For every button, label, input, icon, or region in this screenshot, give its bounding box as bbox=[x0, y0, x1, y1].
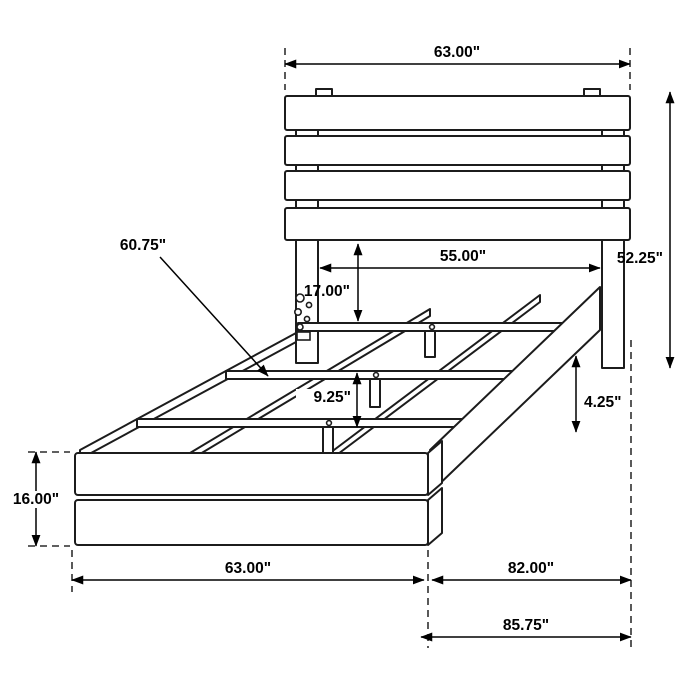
dim-label-rail-height: 4.25" bbox=[584, 394, 622, 411]
bolt-icon bbox=[305, 301, 313, 309]
cross-slat-3 bbox=[136, 418, 463, 428]
dim-label-frame-length: 82.00" bbox=[508, 560, 554, 577]
slat-foot-1 bbox=[424, 330, 436, 358]
label-mask bbox=[296, 389, 352, 406]
dim-frame-length: 82.00" bbox=[431, 340, 632, 648]
headboard-plank-2 bbox=[284, 135, 631, 166]
label-mask bbox=[8, 491, 64, 508]
mounting-hardware bbox=[293, 293, 436, 427]
dim-headboard-width: 63.00" bbox=[284, 44, 631, 90]
leader-line bbox=[159, 256, 269, 377]
headboard bbox=[284, 88, 631, 369]
dim-footboard-height: 16.00" bbox=[8, 451, 70, 547]
bolt-icon bbox=[372, 371, 380, 379]
dim-label-slat-length: 60.75" bbox=[120, 237, 166, 254]
dim-label-footboard-width: 63.00" bbox=[225, 560, 271, 577]
bolt-icon bbox=[303, 315, 311, 323]
dim-support-height: 9.25" bbox=[296, 372, 362, 428]
cross-slat-2 bbox=[225, 370, 513, 380]
dim-headboard-to-slat: 17.00" bbox=[304, 243, 363, 322]
side-rail-far bbox=[79, 332, 297, 460]
headboard-plank-4 bbox=[284, 207, 631, 241]
dim-rail-height: 4.25" bbox=[571, 355, 622, 433]
bolt-icon bbox=[296, 323, 304, 331]
dim-label-headboard-width: 63.00" bbox=[434, 44, 480, 61]
headboard-plank-3 bbox=[284, 170, 631, 201]
dim-footboard-width: 63.00" bbox=[71, 550, 429, 648]
bolt-icon bbox=[325, 419, 333, 427]
slat-foot-2 bbox=[369, 378, 381, 408]
slat-foot-3 bbox=[322, 426, 334, 454]
dim-label-support-height: 9.25" bbox=[313, 389, 351, 406]
dim-label-inner-width: 55.00" bbox=[440, 248, 486, 265]
bed-frame bbox=[74, 286, 601, 546]
bracket-icon bbox=[296, 331, 311, 341]
bolt-icon bbox=[428, 323, 436, 331]
dim-inner-width: 55.00" bbox=[319, 248, 601, 273]
dim-overall-length: 85.75" bbox=[420, 617, 632, 642]
dim-slat-length: 60.75" bbox=[120, 237, 269, 377]
dim-label-overall-length: 85.75" bbox=[503, 617, 549, 634]
dim-label-headboard-height: 52.25" bbox=[617, 250, 663, 267]
dim-label-headboard-to-slat: 17.00" bbox=[304, 283, 350, 300]
bolt-icon bbox=[295, 293, 305, 303]
headboard-plank-1 bbox=[284, 95, 631, 131]
footboard-plank-top bbox=[74, 452, 429, 496]
bolt-icon bbox=[293, 307, 302, 316]
dim-label-footboard-height: 16.00" bbox=[13, 491, 59, 508]
footboard-end-face-bottom bbox=[427, 487, 443, 546]
dim-headboard-height: 52.25" bbox=[617, 91, 675, 369]
footboard-plank-bottom bbox=[74, 499, 429, 546]
